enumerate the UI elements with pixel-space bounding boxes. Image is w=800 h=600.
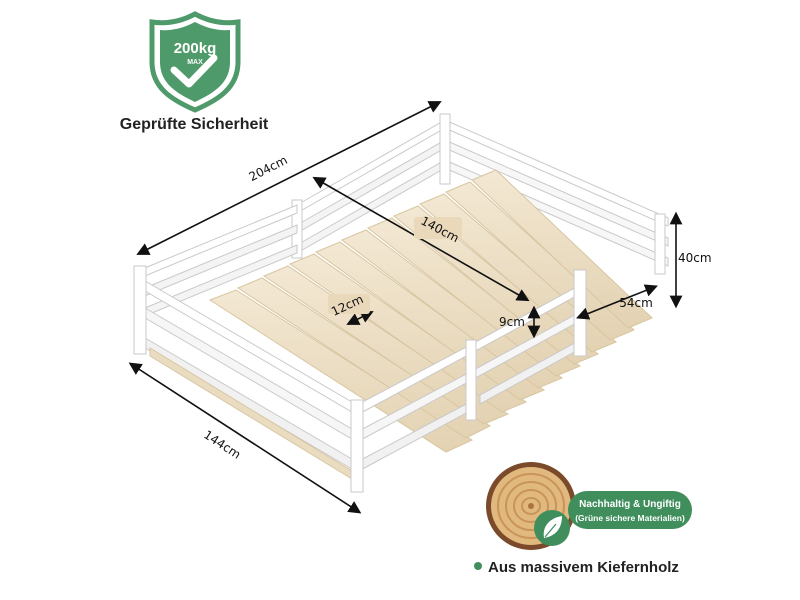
eco-pill xyxy=(568,491,692,529)
eco-line1: Nachhaltig & Ungiftig xyxy=(579,499,681,510)
material-text: Aus massivem Kiefernholz xyxy=(488,559,679,576)
label-plate xyxy=(414,217,462,239)
leaf-icon xyxy=(534,510,570,546)
dim-height: 40cm xyxy=(678,251,712,265)
badge-unit: MAX xyxy=(187,59,203,66)
bullet-icon xyxy=(474,562,482,570)
dim-rail-gap: 9cm xyxy=(499,315,525,329)
badge-caption: Geprüfte Sicherheit xyxy=(120,116,269,133)
badge-weight: 200kg xyxy=(174,40,217,57)
dim-opening: 54cm xyxy=(619,296,653,310)
dim-length: 204cm xyxy=(247,153,290,184)
label-plate xyxy=(328,294,370,314)
eco-line2: (Grüne sichere Materialien) xyxy=(575,513,685,523)
